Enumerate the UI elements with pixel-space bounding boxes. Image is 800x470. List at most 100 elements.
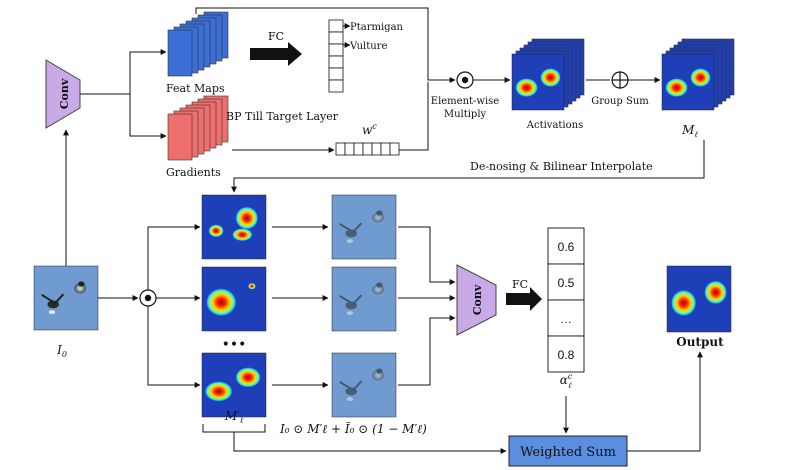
m-l-stack	[661, 38, 735, 111]
mask-heatmap-2-hotspot	[205, 288, 237, 317]
m-l-front-hotspot	[665, 78, 688, 98]
fc-cell	[328, 67, 344, 81]
alpha-cell-box	[547, 263, 585, 301]
mask-heatmap-3-hotspot	[204, 381, 233, 402]
alpha-cell: …	[547, 299, 585, 337]
output-heatmap	[666, 265, 732, 333]
masked-photo-2-bg	[331, 266, 397, 332]
input-photo-bird-right	[74, 281, 86, 294]
conv-to-feat-arrow	[129, 49, 167, 94]
fc-mid-label: FC	[512, 278, 528, 291]
alpha-cell-box	[547, 335, 585, 373]
input-image-i0	[33, 265, 99, 331]
input-photo-bg	[33, 265, 99, 331]
fc-cell	[328, 55, 344, 69]
input-photo-bird-left-belly	[48, 310, 56, 314]
fc-cell	[328, 19, 344, 33]
feat-to-multiply-arrow	[195, 7, 456, 83]
input-photo-bird-right-head	[78, 281, 85, 287]
feat-maps-label: Feat Maps	[166, 82, 225, 95]
masked-photo-1-bird-left-belly	[346, 239, 354, 243]
m-l-front-hotspot	[690, 68, 711, 88]
fc-top-arrow	[250, 42, 302, 66]
sum-to-output-arrow	[627, 351, 703, 452]
masked-photo-2-bird-right-head	[376, 282, 383, 288]
alpha-value: …	[560, 312, 572, 326]
wc-cell	[380, 142, 391, 156]
masked-photo-3-bird-left-belly	[346, 397, 354, 401]
weighted-sum-box: Weighted Sum	[508, 435, 628, 467]
masked-photo-3-bg	[331, 352, 397, 418]
gradients-label: Gradients	[166, 166, 221, 179]
masked-3-to-conv-arrow	[398, 315, 456, 386]
feature-maps-stack	[167, 11, 229, 77]
conv-mid-label: Conv	[471, 284, 484, 315]
alpha-value: 0.8	[558, 348, 575, 362]
fc-mid-arrow	[506, 287, 542, 311]
mask-heatmap-3-hotspot	[235, 367, 261, 388]
fc-vector	[328, 19, 344, 93]
fc-cell	[328, 31, 344, 45]
alpha-value: 0.5	[558, 276, 575, 290]
denoise-label: De-nosing & Bilinear Interpolate	[470, 160, 653, 173]
masked-photo-2-bird-right	[372, 282, 384, 295]
mask-heatmap-1-hotspot	[208, 224, 224, 238]
ml-to-heatmaps-arrow	[231, 140, 705, 193]
wc-to-multiply-line	[399, 82, 429, 151]
branch-1-arrow	[147, 224, 201, 290]
fc-cell	[328, 79, 344, 93]
masked-photo-3-bird-right	[372, 368, 384, 381]
masked-images	[331, 194, 397, 418]
conv-top: Conv	[45, 59, 81, 129]
masked-photo-1-bird-right	[372, 210, 384, 223]
activation-front-hotspot	[540, 68, 561, 88]
input-photo-bird-left	[41, 293, 65, 314]
mprime-to-sum-arrow	[233, 432, 507, 454]
masked-photo-1-bird-right-head	[376, 210, 383, 216]
conv-top-label: Conv	[58, 78, 71, 109]
alpha-cell-box	[547, 299, 585, 337]
fc-top-label: FC	[268, 30, 284, 43]
alpha-value: 0.6	[558, 240, 575, 254]
mask-heatmap-2-hotspot	[248, 283, 256, 290]
class-vulture: Vulture	[349, 41, 387, 52]
fc-cell	[328, 43, 344, 57]
elementwise-multiply-op	[456, 71, 474, 89]
masked-photo-2-bird-left-belly	[346, 311, 354, 315]
branch-3-arrow	[147, 306, 201, 388]
wc-cell	[335, 142, 346, 156]
masked-photo-1-bird-left	[339, 222, 363, 243]
activations-label: Activations	[526, 120, 583, 131]
activation-front-hotspot	[515, 78, 538, 98]
wc-cell	[371, 142, 382, 156]
wc-cell	[353, 142, 364, 156]
masked-photo-3-bird-right-head	[376, 368, 383, 374]
group-sum-op	[611, 71, 629, 89]
gradient-map-layer	[167, 113, 193, 161]
bp-label: BP Till Target Layer	[226, 110, 339, 123]
alpha-cell: 0.6	[547, 227, 585, 265]
masked-photo-3-bird-left-wings	[339, 380, 363, 392]
input-photo-bird-left-wings	[41, 293, 65, 305]
mask-heatmap-1-hotspot	[232, 228, 253, 242]
output-heat-hotspot	[670, 289, 697, 317]
wc-label: wc	[362, 122, 377, 137]
wc-vector	[335, 142, 400, 156]
feature-map-layer	[167, 29, 193, 77]
conv-to-grad-arrow	[129, 94, 167, 139]
mask-heatmap-1-hotspot	[235, 206, 259, 230]
masked-photo-1-bird-left-wings	[339, 222, 363, 234]
alpha-cell: 0.5	[547, 263, 585, 301]
gradients-stack	[167, 95, 229, 161]
connectors	[63, 7, 705, 454]
wc-cell	[362, 142, 373, 156]
m-l-label: Mℓ	[681, 123, 698, 139]
activations-stack	[511, 38, 585, 111]
alpha-vector: 0.6 0.5 … 0.8	[547, 227, 585, 373]
wc-cell	[344, 142, 355, 156]
masked-photo-2-bird-left	[339, 294, 363, 315]
output-label: Output	[676, 335, 724, 349]
